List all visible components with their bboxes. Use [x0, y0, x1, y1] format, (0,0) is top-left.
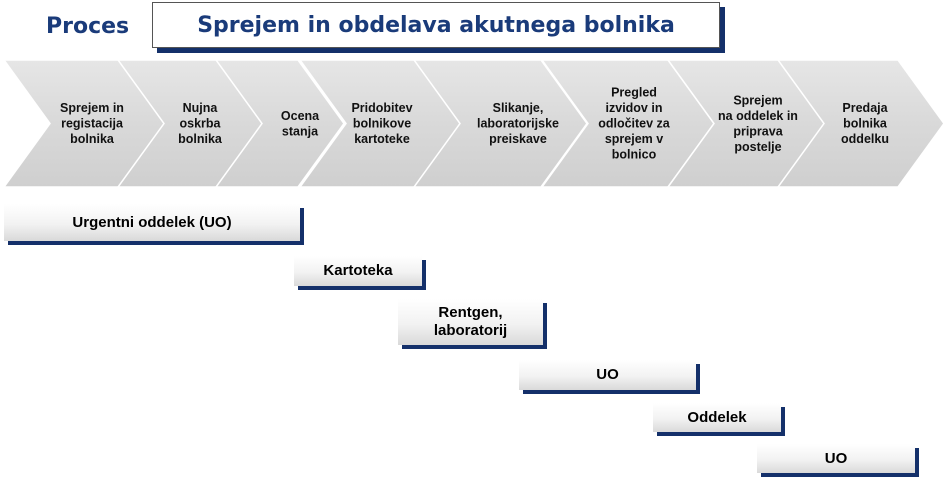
bar-uo-2: UO [757, 444, 915, 473]
bar-label: UO [596, 366, 619, 383]
bar-oddelek: Oddelek [653, 403, 781, 432]
process-step-chevron [214, 59, 345, 188]
bar-kartoteka: Kartoteka [294, 256, 422, 286]
bar-label: UO [824, 449, 848, 467]
bar-label: Oddelek [687, 408, 747, 426]
diagram-title: Sprejem in obdelava akutnega bolnika [197, 12, 675, 38]
bar-label: Rentgen, laboratorij [433, 304, 508, 339]
bar-uo-1: UO [519, 360, 696, 390]
process-step-chevron [776, 59, 945, 188]
title-box: Sprejem in obdelava akutnega bolnika [152, 2, 720, 48]
bar-urgentni-oddelek: Urgentni oddelek (UO) [4, 204, 300, 241]
process-step-chevron [412, 59, 588, 188]
bar-label: Urgentni oddelek (UO) [72, 213, 232, 231]
bar-rentgen-laboratorij: Rentgen, laboratorij [398, 299, 543, 345]
bar-label: Kartoteka [323, 262, 393, 279]
proces-label: Proces [46, 14, 130, 39]
